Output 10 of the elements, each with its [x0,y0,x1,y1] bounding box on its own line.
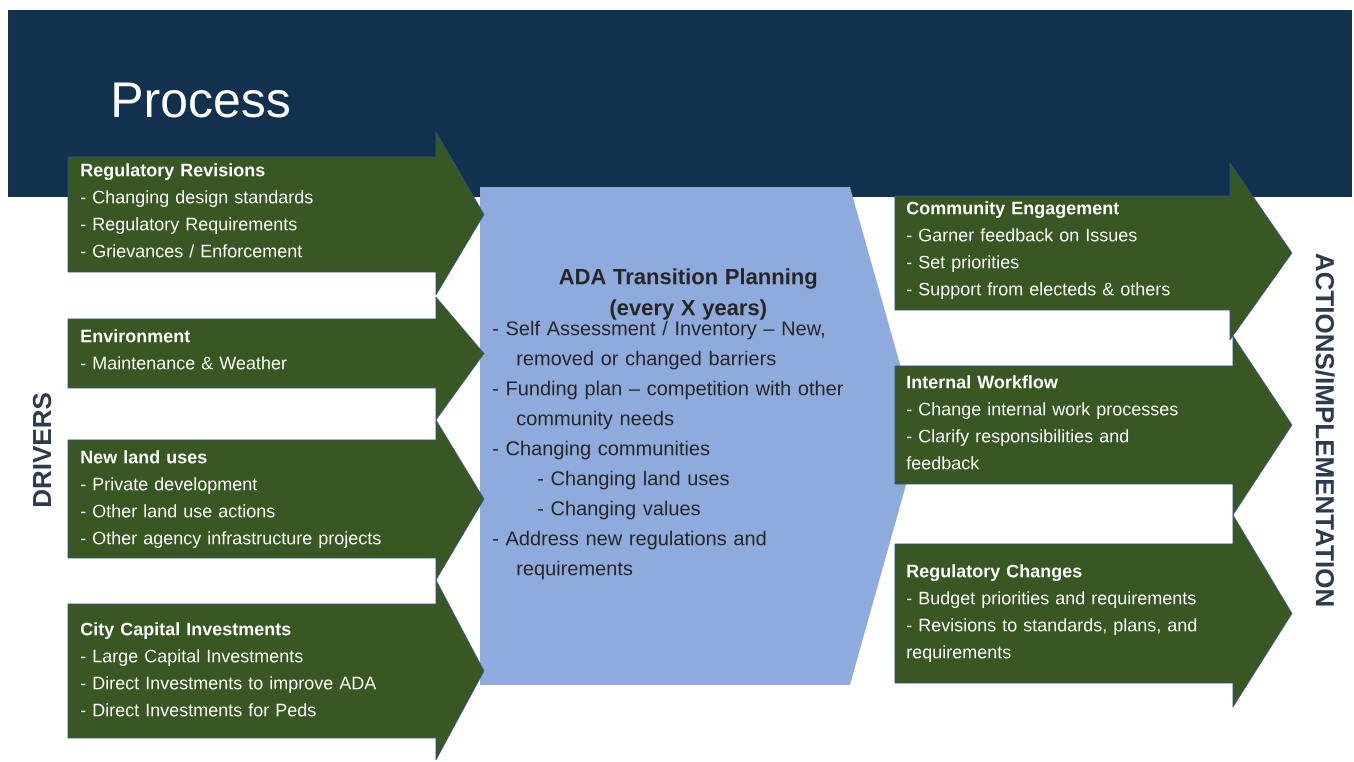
title: Process [114,82,289,118]
side-label: ACTIONS/IMPLEMENTATION [1315,253,1335,606]
arrow-box: Regulatory Changes - Budget priorities and requirements - Revisions to standards, plans, and requirements [894,514,1293,708]
arrow-box: New land uses - Private development - Other land use actions - Other agency infrastructure projects [67,419,485,581]
arrow-box: Environment - Maintenance & Weather [67,296,485,421]
arrow-box: Internal Workflow - Change internal work processes - Clarify responsibilities and feedback [894,335,1293,516]
arrow-box: Regulatory Revisions - Changing design standards - Regulatory Requirements - Grievances / Enforcement [67,131,485,296]
arrow-box: City Capital Investments - Large Capital Investments - Direct Investments to improve ADA - Direct Investments for Peds [67,579,485,761]
arrow-box: Community Engagement - Garner feedback on Issues - Set priorities - Support from electeds & others [894,162,1293,341]
side-label: DRIVERS [32,393,52,507]
